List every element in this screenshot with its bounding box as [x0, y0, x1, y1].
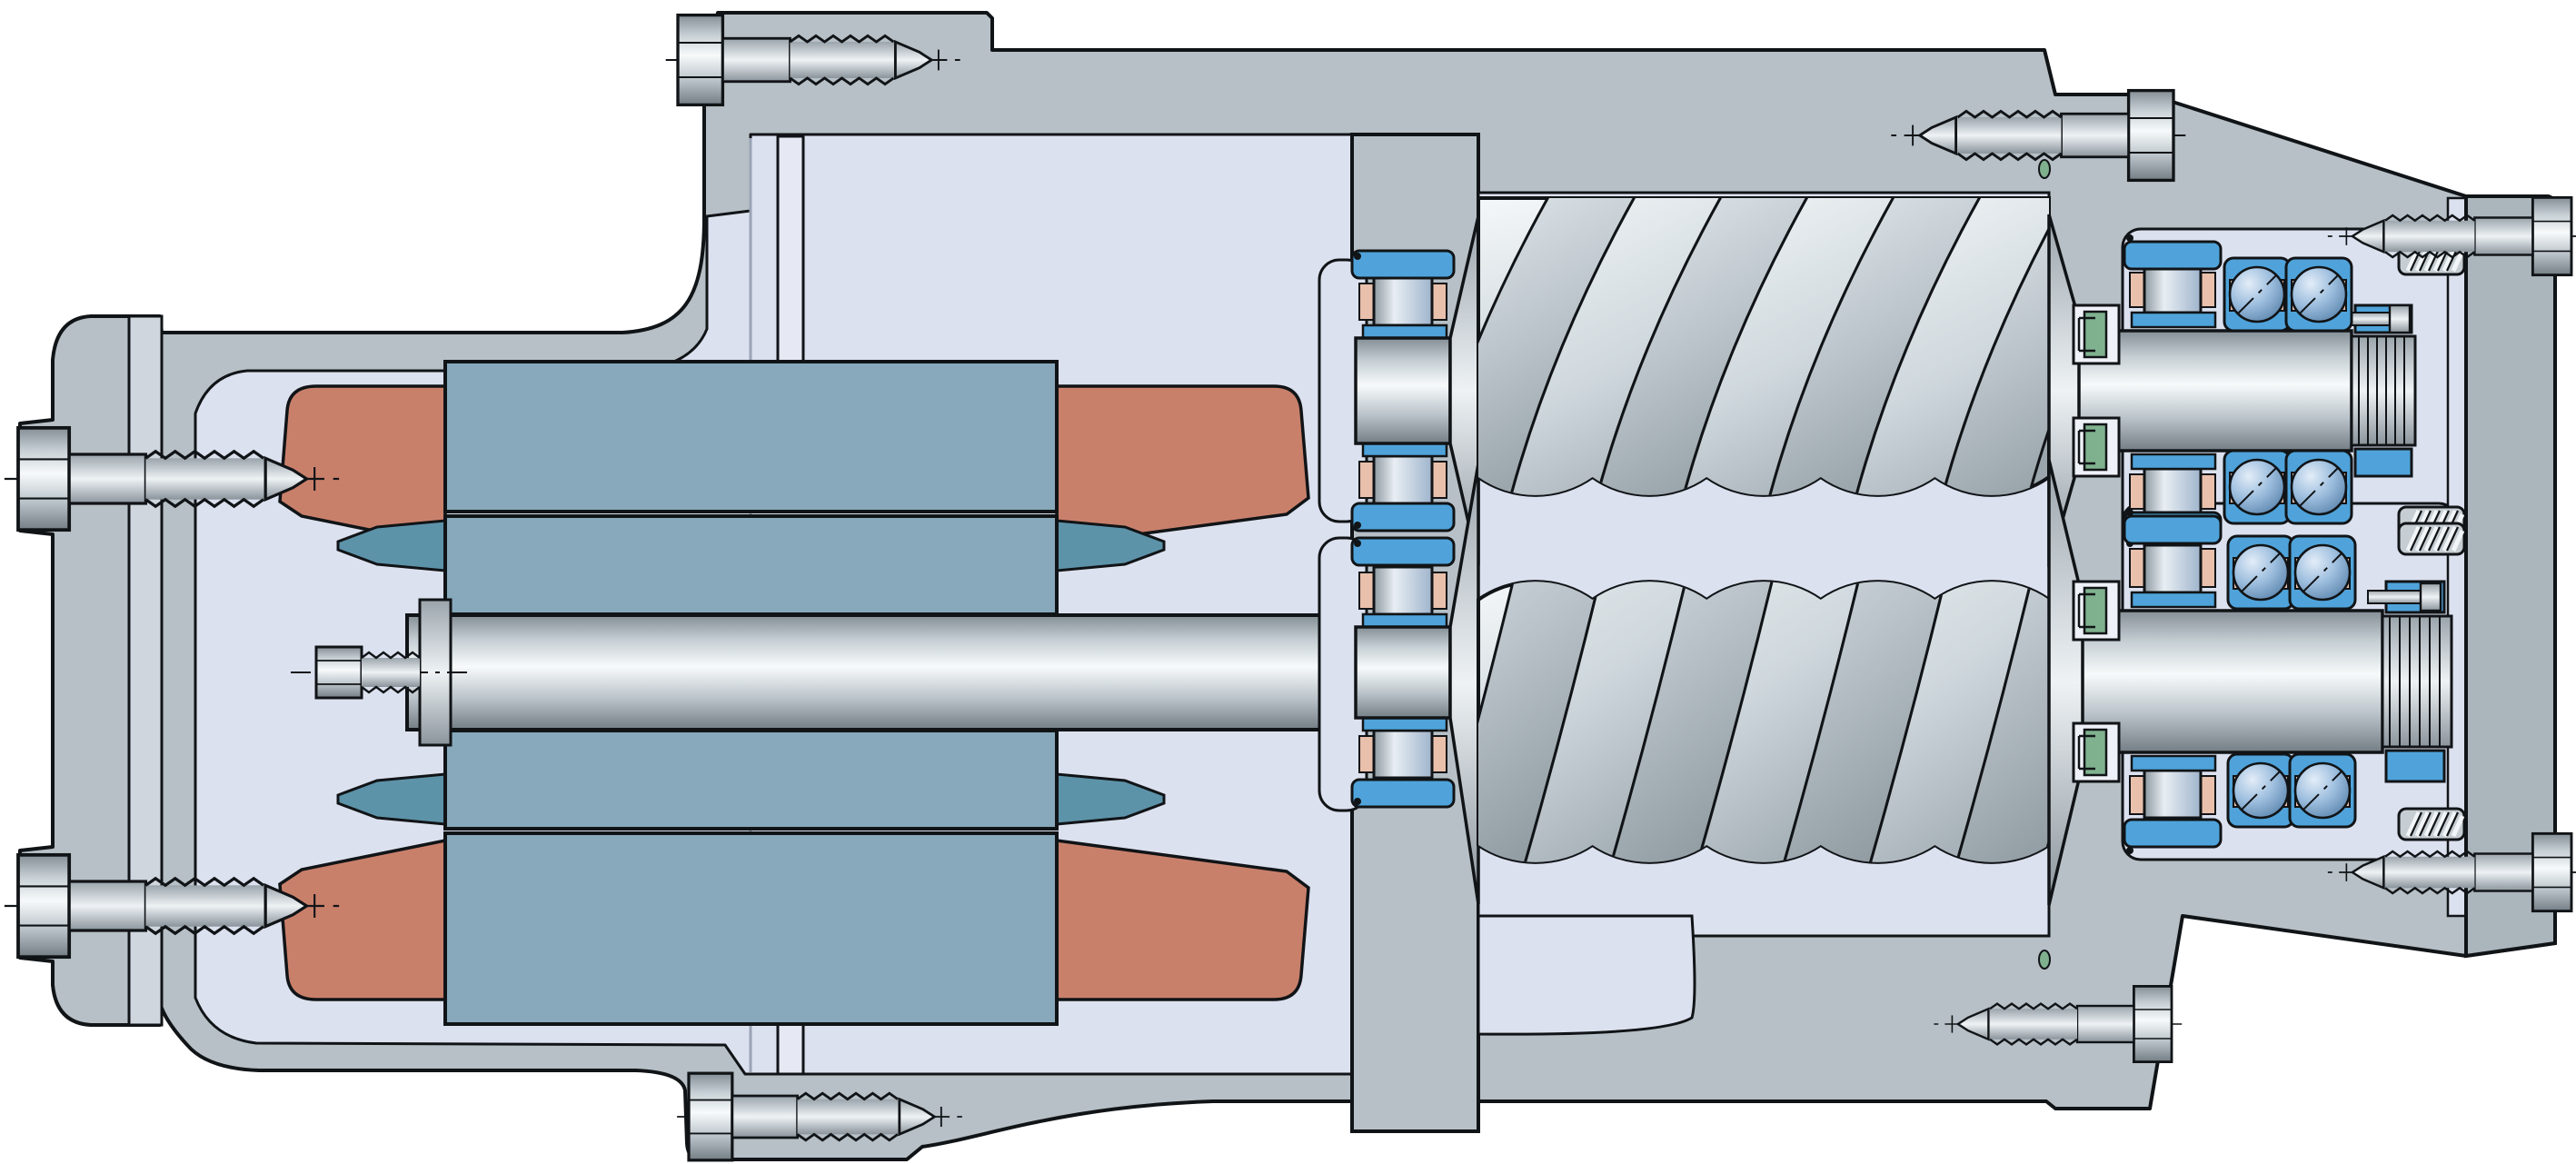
o-ring-seal-bottom: [2038, 950, 2051, 970]
shaft-seal: [2072, 303, 2121, 365]
ball-bearing: [2223, 449, 2292, 525]
lower-shaft-assembly: [2081, 580, 2453, 783]
stator-key-top: [776, 134, 805, 365]
preload-spring: [2399, 809, 2464, 840]
stator-winding-bottom-right: [1055, 838, 1310, 1001]
roller-bearing-lower-right: [2123, 509, 2223, 854]
ball-bearing: [2226, 534, 2295, 611]
roller-bearing-upper-left: [1350, 249, 1456, 532]
shaft-seal: [2072, 721, 2121, 783]
ball-bearing: [2284, 449, 2353, 525]
stator-winding-top-right: [1055, 384, 1310, 548]
o-ring-seal-top: [2038, 159, 2051, 179]
ball-bearing: [2288, 752, 2357, 829]
upper-shaft-assembly: [2077, 303, 2417, 478]
stator-core-bottom: [443, 831, 1059, 1026]
lock-nut-screw: [2367, 582, 2442, 612]
motor-shaft: [405, 613, 1338, 731]
shaft-seal: [2072, 416, 2121, 478]
ball-bearing: [2223, 256, 2292, 333]
stator-winding-top-left: [278, 384, 447, 548]
ball-bearing: [2226, 752, 2295, 829]
electric-motor: [278, 360, 1358, 1026]
ball-bearing: [2288, 534, 2357, 611]
roller-bearing-lower-left: [1350, 536, 1456, 809]
shaft-end-bolt: [291, 645, 472, 700]
screw-rotor-female: [1477, 580, 2051, 864]
rotor-core-bottom: [443, 729, 1059, 831]
stator-winding-bottom-left: [278, 838, 447, 1001]
ball-bearing: [2284, 256, 2353, 333]
rotor-core-top: [443, 514, 1059, 616]
preload-spring: [2399, 523, 2464, 554]
stator-key-bottom: [776, 1020, 805, 1076]
screw-hub-cone: [1448, 463, 1480, 905]
shaft-seal: [2072, 580, 2121, 642]
stator-core-top: [443, 360, 1059, 513]
